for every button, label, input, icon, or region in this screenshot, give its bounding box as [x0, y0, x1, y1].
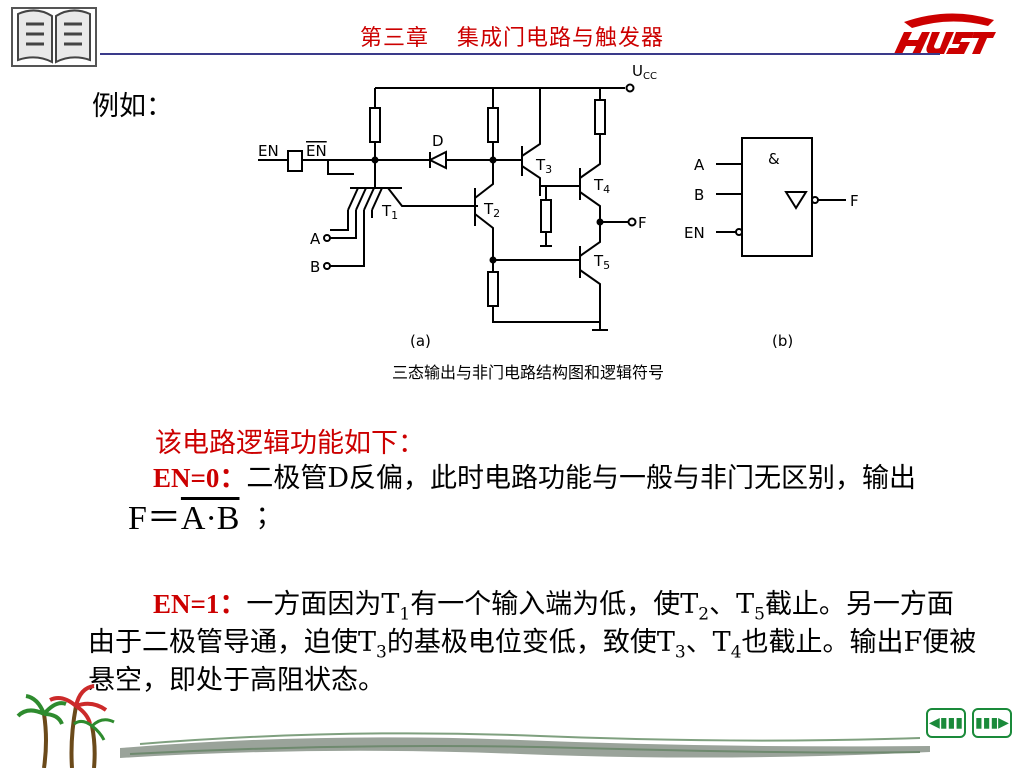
symbol-input-b: B [694, 186, 704, 204]
symbol-input-en: EN [684, 224, 705, 242]
en0-label: EN=0： [153, 463, 247, 493]
chapter-name: 集成门电路与触发器 [457, 26, 665, 51]
label-input-b: B [310, 258, 320, 276]
output-formula: F＝A·B [128, 500, 240, 537]
label-input-a: A [310, 230, 321, 248]
label-en-bar: EN [306, 142, 327, 160]
hust-logo [894, 13, 996, 54]
chapter-title: 第三章 集成门电路与触发器 [0, 20, 1024, 52]
symbol-and: & [768, 150, 780, 168]
symbol-output-f: F [850, 192, 859, 210]
figure-label-b: (b) [772, 332, 793, 350]
footer-decoration [120, 732, 930, 758]
label-t3: T3 [535, 156, 552, 176]
en0-text: 二极管D反偏，此时电路功能与一般与非门无区别，输出 [246, 463, 917, 494]
prev-arrow-icon: ◀▮▮▮ [929, 715, 963, 731]
label-t2: T2 [483, 200, 500, 220]
function-heading: 该电路逻辑功能如下： [155, 428, 425, 459]
formula-tail: ； [255, 501, 283, 532]
label-diode: D [432, 132, 444, 150]
label-t4: T4 [593, 176, 610, 196]
open-book-icon [11, 7, 97, 67]
circuit-diagram: UCC EN EN D T1 T2 T3 T4 T5 A B F & A B E… [258, 62, 859, 382]
label-ucc: UCC [632, 62, 657, 82]
en1-label: EN=1： [153, 589, 247, 619]
prev-slide-button[interactable]: ◀▮▮▮ [926, 708, 966, 738]
next-slide-button[interactable]: ▮▮▮▶ [972, 708, 1012, 738]
circuit-wires [258, 83, 846, 331]
next-arrow-icon: ▮▮▮▶ [975, 715, 1009, 731]
label-t1: T1 [381, 202, 398, 222]
palm-tree-icon [16, 684, 115, 768]
en1-paragraph: EN=1：一方面因为T1有一个输入端为低，使T2、T5截止。另一方面由于二极管导… [88, 589, 977, 696]
label-t5: T5 [593, 252, 610, 272]
label-output-f: F [638, 214, 647, 232]
symbol-input-a: A [694, 156, 705, 174]
header-rule [100, 53, 940, 55]
figure-caption: 三态输出与非门电路结构图和逻辑符号 [392, 363, 664, 382]
chapter-number: 第三章 [359, 26, 429, 51]
example-label: 例如： [92, 91, 173, 122]
en0-paragraph: EN=0：二极管D反偏，此时电路功能与一般与非门无区别，输出F＝A·B ； [88, 459, 978, 538]
figure-label-a: (a) [410, 332, 431, 350]
label-en: EN [258, 142, 279, 160]
